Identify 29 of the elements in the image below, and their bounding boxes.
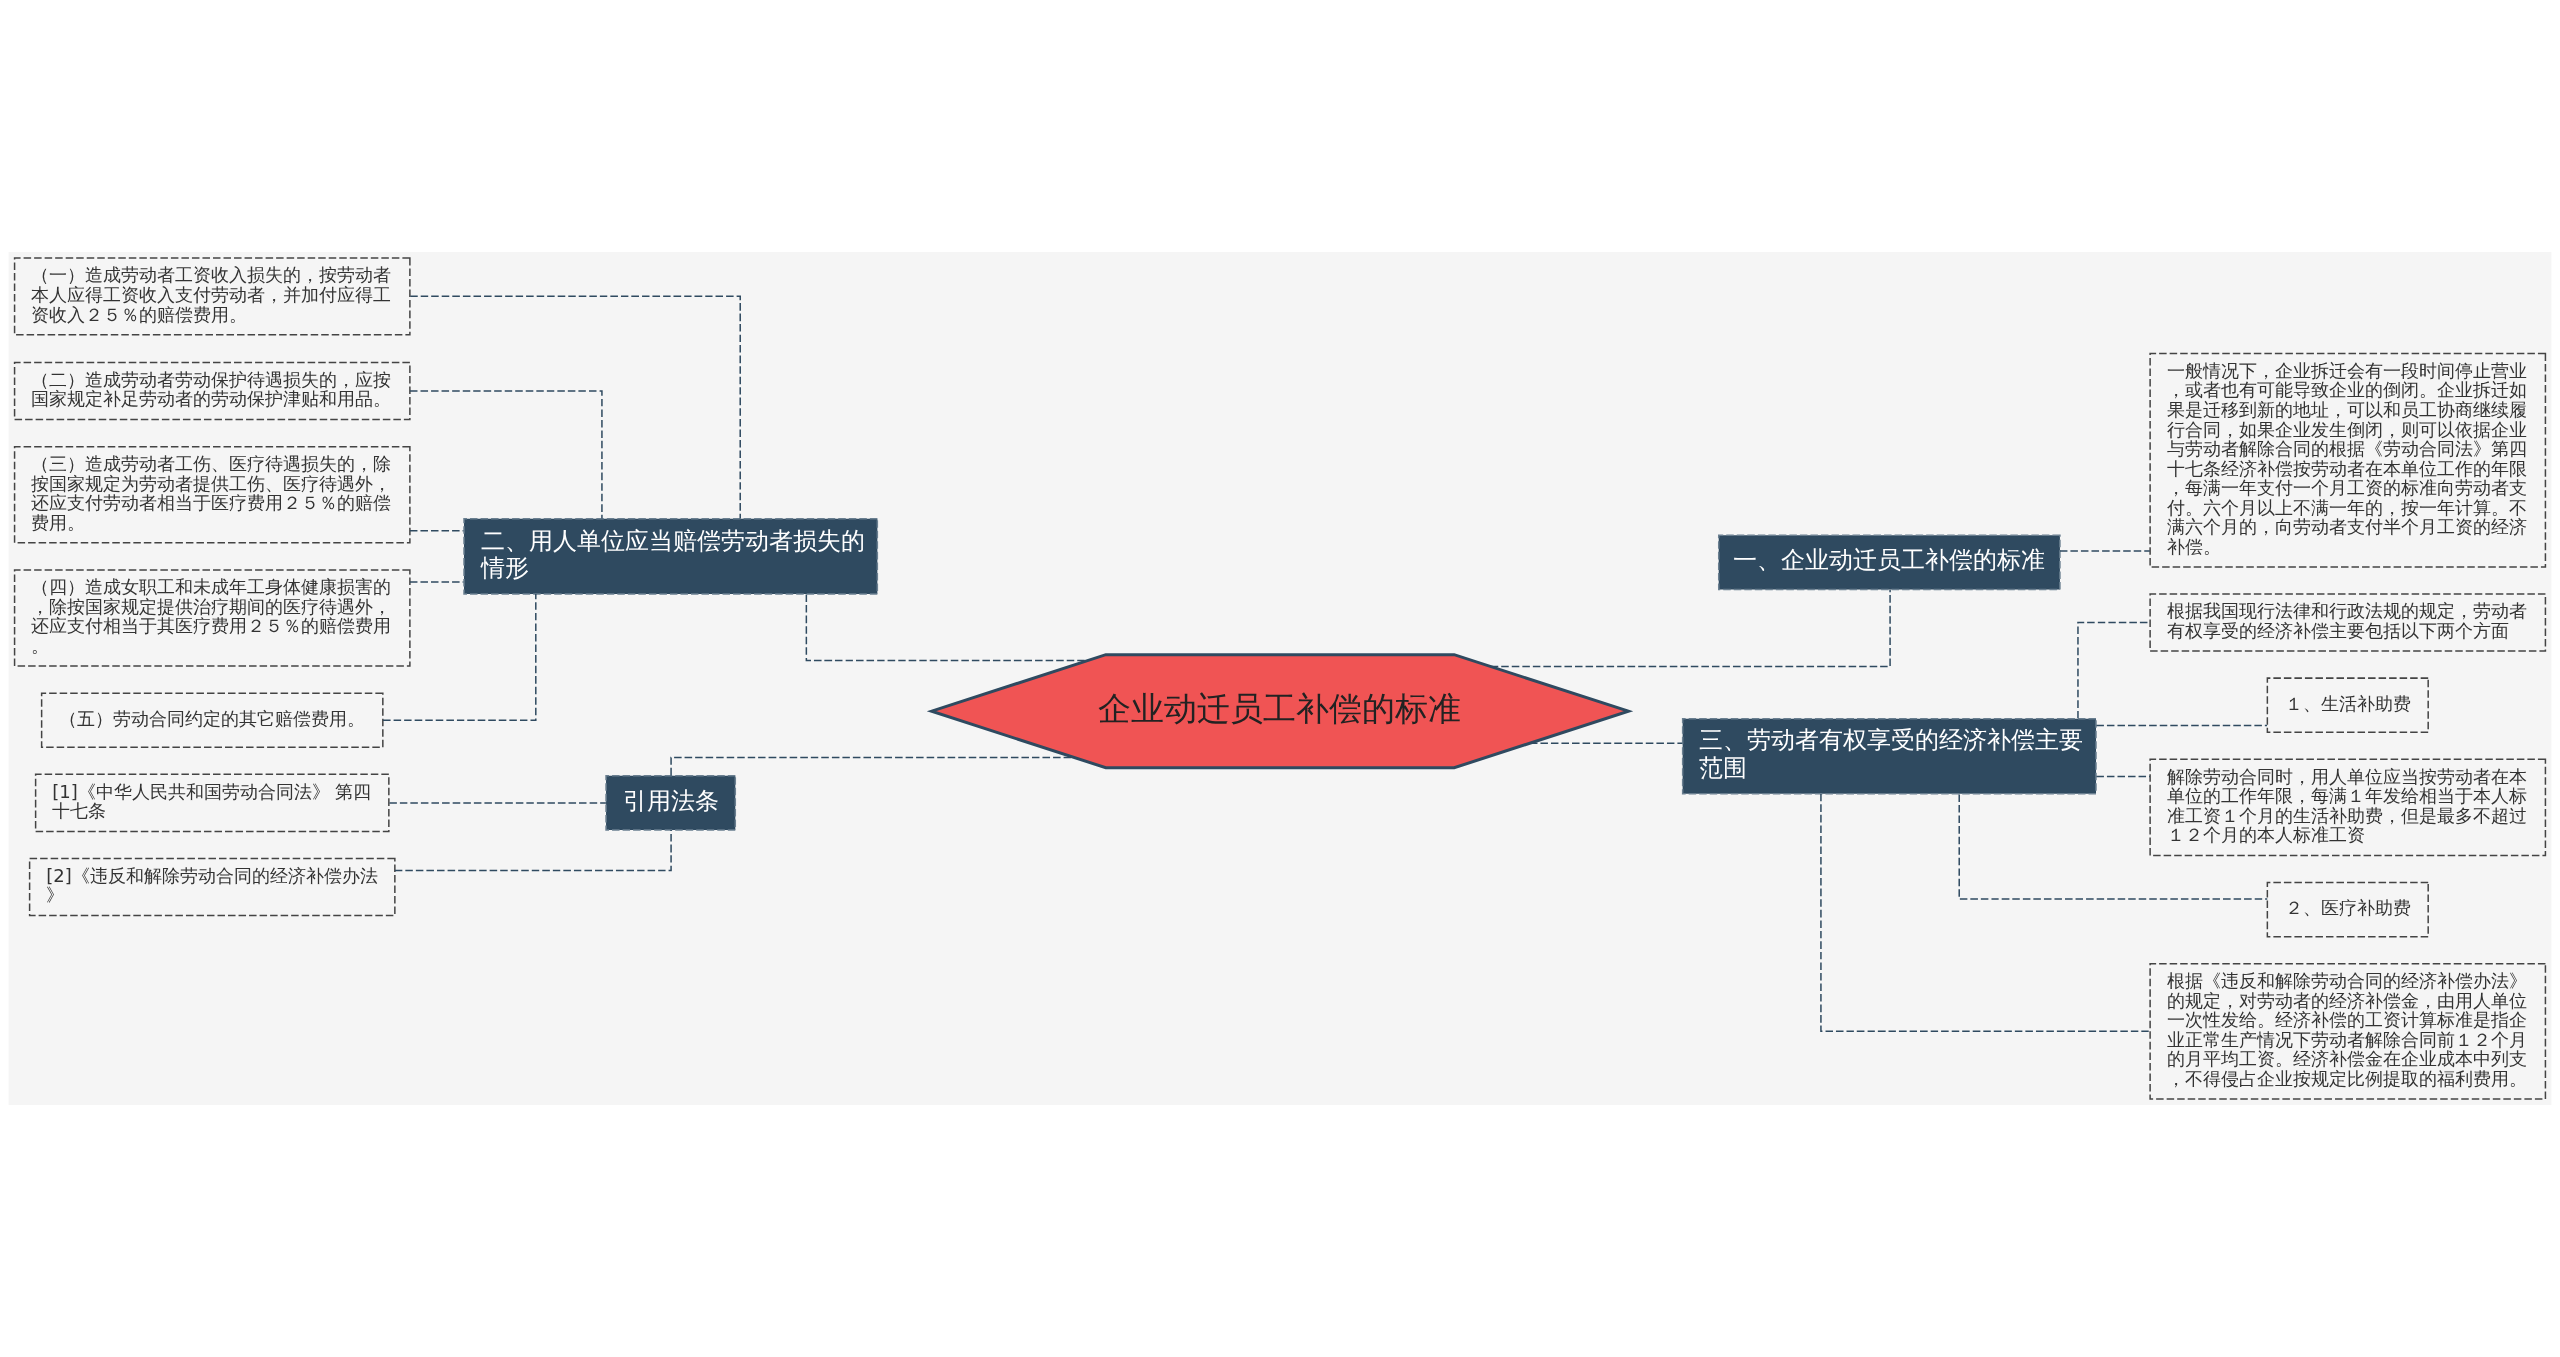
connector <box>1529 742 1683 744</box>
connector <box>388 802 607 804</box>
connector <box>409 390 603 520</box>
connector <box>2095 724 2268 727</box>
node-box: ２、医疗补助费 <box>2266 881 2429 938</box>
node-box: 根据我国现行法律和行政法规的规定，劳动者有权享受的经济补偿主要包括以下两个方面 <box>2149 593 2547 652</box>
connector <box>409 295 741 520</box>
connector <box>1490 589 1891 668</box>
node-box: （五）劳动合同约定的其它赔偿费用。 <box>40 692 384 748</box>
node-box: [2]《违反和解除劳动合同的经济补偿办法》 <box>28 857 396 917</box>
node-box: （四）造成女职工和未成年工身体健康损害的，除按国家规定提供治疗期间的医疗待遇外，还应支付相当于其医疗费用２５％的赔偿费用。 <box>13 569 411 667</box>
connector <box>1820 793 2151 1033</box>
node-box: 二、用人单位应当赔偿劳动者损失的情形 <box>463 518 879 595</box>
node-box: 引用法条 <box>605 775 737 831</box>
connector <box>382 593 537 721</box>
node-box: （一）造成劳动者工资收入损失的，按劳动者本人应得工资收入支付劳动者，并加付应得工资收入２５％的赔偿费用。 <box>13 257 411 336</box>
connector <box>394 829 672 872</box>
node-box: 解除劳动合同时，用人单位应当按劳动者在本单位的工作年限，每满１年发给相当于本人标准工资１个月的生活补助费，但是最多不超过１２个月的本人标准工资 <box>2149 758 2547 857</box>
connector <box>2095 775 2151 778</box>
connector <box>2059 550 2151 552</box>
node-box: [1]《中华人民共和国劳动合同法》 第四十七条 <box>34 773 390 833</box>
node-box: （三）造成劳动者工伤、医疗待遇损失的，除按国家规定为劳动者提供工伤、医疗待遇外，还应支付劳动者相当于医疗费用２５％的赔偿费用。 <box>13 445 411 544</box>
node-box: 一、企业动迁员工补偿的标准 <box>1718 534 2061 591</box>
node-box: 根据《违反和解除劳动合同的经济补偿办法》的规定，对劳动者的经济补偿金，由用人单位一次性发给。经济补偿的工资计算标准是指企业正常生产情况下劳动者解除合同前１２个月的月平均工资。经济补偿金在企业成本中列支，不得侵占企业按规定比例提取的福利费用。 <box>2149 962 2547 1100</box>
node-box: 三、劳动者有权享受的经济补偿主要范围 <box>1681 717 2097 795</box>
connector <box>1958 793 2268 900</box>
node-box: 一般情况下，企业拆迁会有一段时间停止营业，或者也有可能导致企业的倒闭。企业拆迁如果是迁移到新的地址，可以和员工协商继续履行合同，如果企业发生倒闭，则可以依据企业与劳动者解除合同的根据《劳动合同法》第四十七条经济补偿按劳动者在本单位工作的年限，每满一年支付一个月工资的标准向劳动者支付。六个月以上不满一年的，按一年计算。不满六个月的，向劳动者支付半个月工资的经济补偿。 <box>2149 352 2547 568</box>
node-box: （二）造成劳动者劳动保护待遇损失的，应按国家规定补足劳动者的劳动保护津贴和用品。 <box>13 361 411 421</box>
node-box: １、生活补助费 <box>2266 677 2429 733</box>
